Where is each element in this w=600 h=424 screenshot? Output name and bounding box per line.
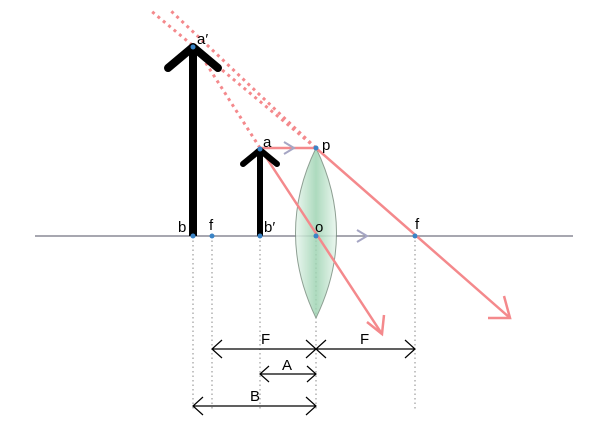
dim-f-left-label: F (261, 331, 270, 348)
point-p (313, 145, 319, 151)
dim-b-label: B (250, 388, 260, 405)
label-b: b (178, 219, 186, 236)
dim-f-right-arrow-start (315, 339, 327, 359)
dim-a-label: A (282, 357, 292, 374)
label-p: p (322, 137, 330, 154)
dim-b-arrow-end (305, 396, 317, 416)
point-o (313, 233, 319, 239)
point-a-prime (190, 44, 196, 50)
direction-chevron-axis (356, 229, 369, 243)
point-b (190, 233, 196, 239)
dim-a-arrow-end (306, 365, 317, 383)
dim-b-arrow-start (192, 396, 204, 416)
label-a: a (263, 134, 272, 151)
label-f-left: f (209, 217, 214, 234)
label-b-prime: b′ (264, 219, 275, 236)
point-f-left (209, 233, 215, 239)
virtual-ray-2 (168, 8, 318, 150)
label-f-right: f (415, 216, 420, 233)
ray-through-center (258, 147, 384, 335)
direction-chevron-upper (283, 141, 296, 155)
point-a (257, 146, 263, 152)
virtual-ray-1 (149, 8, 317, 150)
ray-arrowhead-1 (488, 295, 512, 320)
ray-arrowhead-2 (366, 314, 386, 337)
label-a-prime: a′ (197, 31, 208, 48)
dim-a-arrow-start (259, 365, 270, 383)
dim-f-left-arrow-start (211, 339, 223, 359)
dim-f-right-label: F (360, 331, 369, 348)
label-o: o (315, 219, 323, 236)
dim-f-right-arrow-end (404, 339, 416, 359)
point-f-right (412, 233, 418, 239)
point-b-prime (257, 233, 263, 239)
